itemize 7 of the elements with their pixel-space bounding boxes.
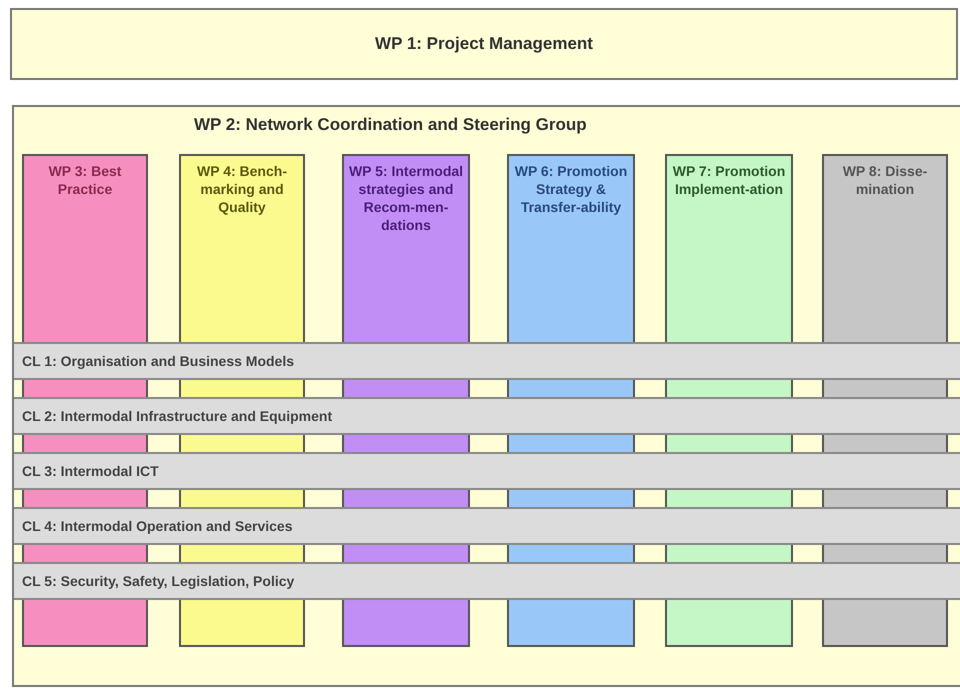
cluster-band: CL 5: Security, Safety, Legislation, Policy bbox=[14, 562, 960, 600]
cluster-band: CL 3: Intermodal ICT bbox=[14, 452, 960, 490]
cluster-band: CL 4: Intermodal Operation and Services bbox=[14, 507, 960, 545]
cluster-band: CL 2: Intermodal Infrastructure and Equipment bbox=[14, 397, 960, 435]
work-package-panel: WP 2: Network Coordination and Steering Group WP 3: Best Practice WP 4: Bench-marking and Quality WP 5: Intermodal strategies and Recom-men-dations WP 6: Promotion Strategy & Transfer-ability WP 7: Promotion Implement-ation WP 8: Disse-mination CL 1: Organisation and Business Models CL 2: Intermodal Infrastructure and Equipment CL 3: Intermodal ICT CL 4: Intermodal Operation and Services CL 5: Security, Safety, Legislation, Policy bbox=[12, 105, 960, 687]
work-package-box: WP 1: Project Management bbox=[10, 8, 958, 80]
cluster-band: CL 1: Organisation and Business Models bbox=[14, 342, 960, 380]
